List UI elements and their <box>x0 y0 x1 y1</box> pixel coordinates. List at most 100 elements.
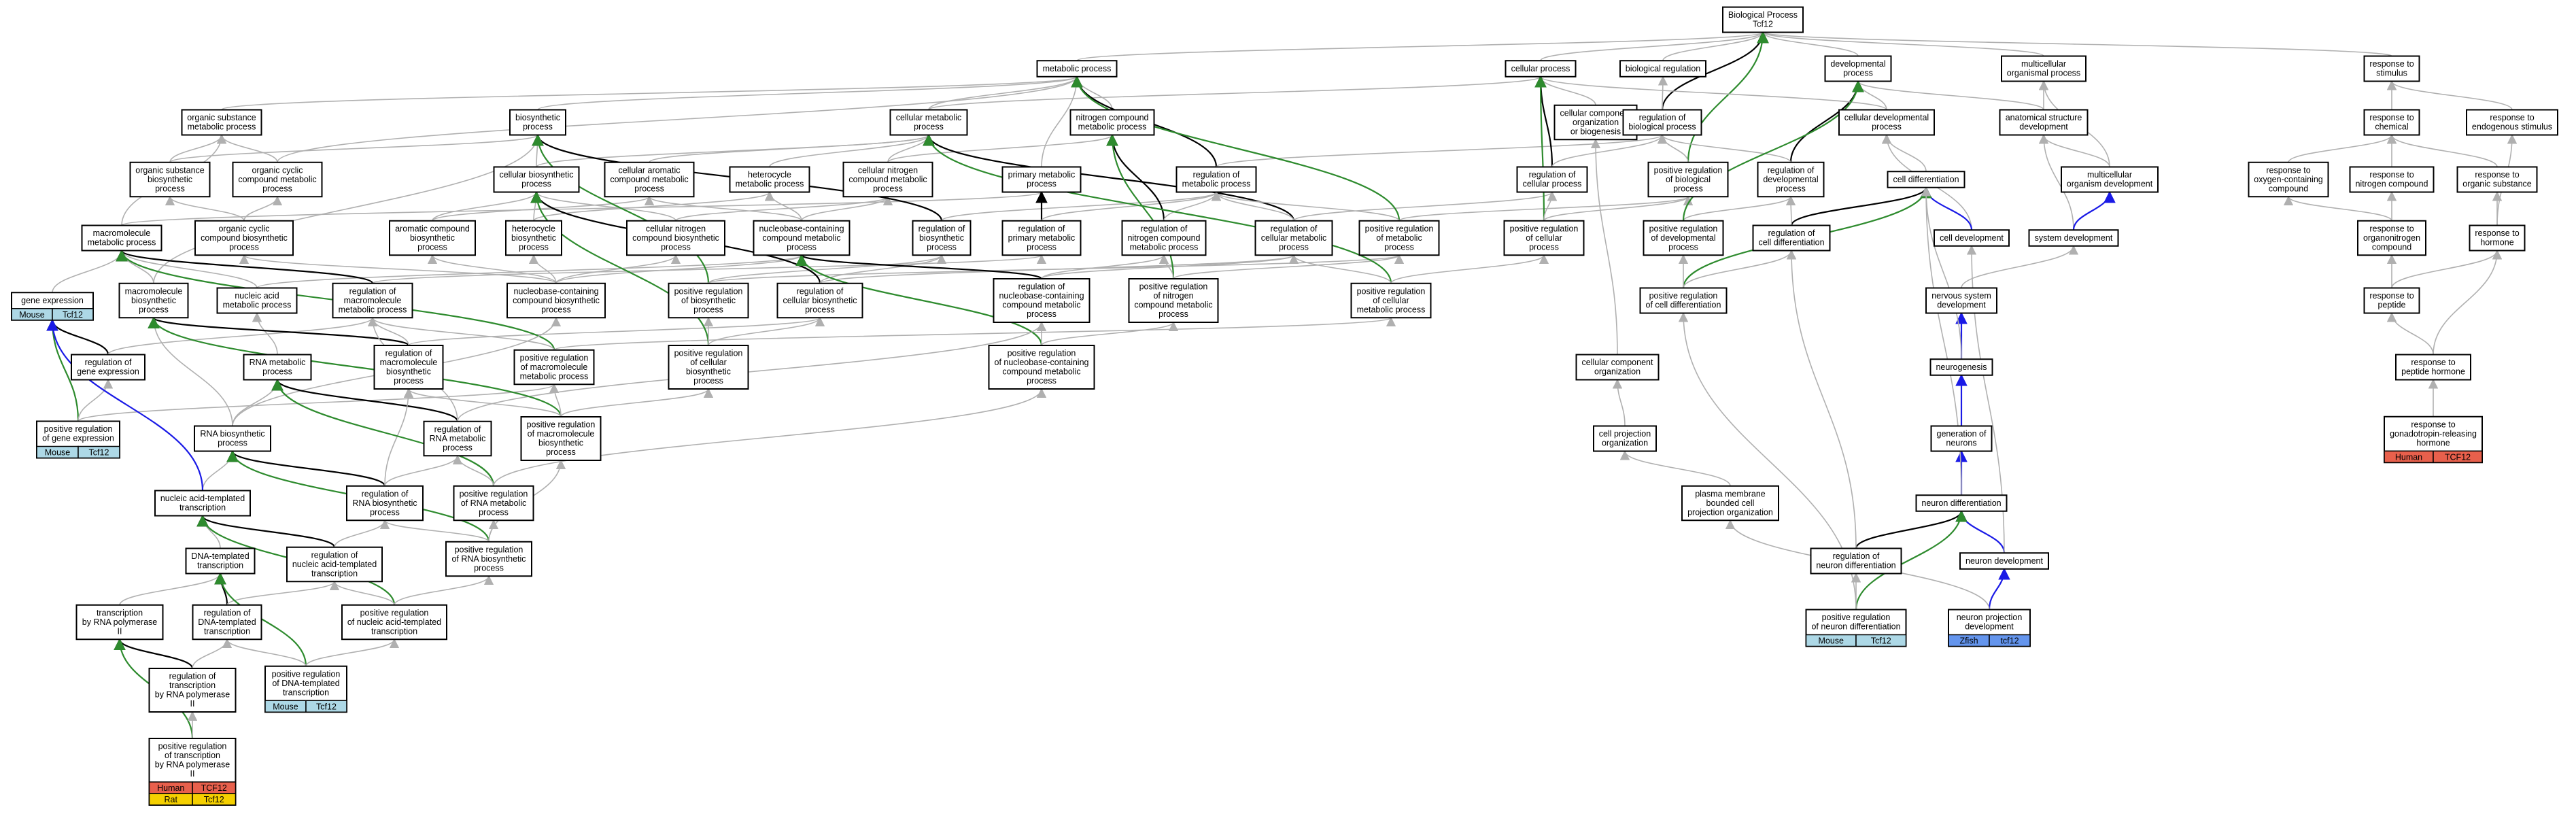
go-term-cellular[interactable]: cellular process <box>1505 60 1577 78</box>
go-term-respgnrh[interactable]: response togonadotropin-releasinghormone… <box>2384 415 2483 464</box>
go-term-regnucmet[interactable]: regulation ofnucleobase-containingcompou… <box>993 278 1090 323</box>
go-term-sysdev[interactable]: system development <box>2028 229 2119 247</box>
go-term-bioreg[interactable]: biological regulation <box>1619 60 1706 78</box>
go-term-neurdiff[interactable]: neuron differentiation <box>1915 494 2008 512</box>
go-term-regmacrobio[interactable]: regulation ofmacromoleculebiosyntheticpr… <box>373 345 444 390</box>
go-term-celldevnode[interactable]: cell development <box>1934 229 2010 247</box>
go-term-celldiff[interactable]: cell differentiation <box>1887 171 1965 188</box>
go-term-metabolic[interactable]: metabolic process <box>1036 60 1118 78</box>
go-term-label: biosynthetic <box>511 233 556 243</box>
go-term-neurogen[interactable]: neurogenesis <box>1929 358 1993 376</box>
go-term-label: neurons <box>1946 439 1976 448</box>
go-term-neurondev[interactable]: neuron development <box>1959 552 2049 570</box>
edge-cco-to-ccob <box>1590 138 1618 355</box>
